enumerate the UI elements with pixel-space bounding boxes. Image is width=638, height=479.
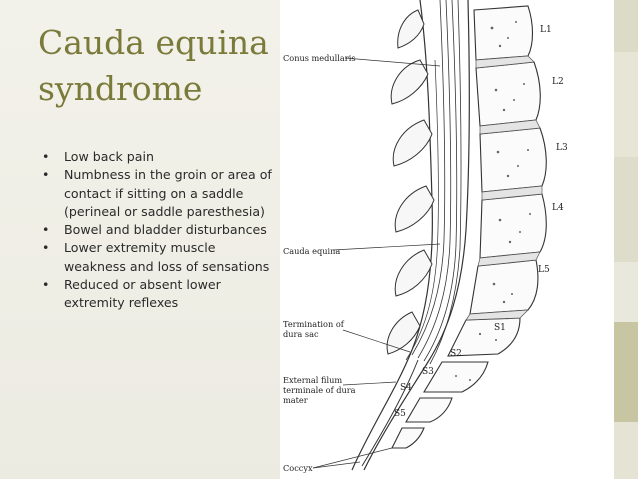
list-item: • Lower extremity muscle weakness and los… [40, 239, 275, 276]
list-item-text: Numbness in the groin or area of contact… [64, 167, 272, 219]
slide-title-line-1: Cauda equina [38, 23, 269, 62]
intervertebral-discs [465, 55, 543, 321]
list-item: • Bowel and bladder disturbances [40, 221, 275, 239]
label-filum-1: External filum [283, 375, 342, 385]
label-l2: L2 [552, 77, 564, 87]
list-item: • Reduced or absent lower extremity refle… [40, 276, 275, 313]
leader-lines [312, 57, 441, 469]
label-filum-3: mater [283, 395, 308, 405]
list-item-text: Low back pain [64, 149, 154, 164]
spinous-processes [386, 9, 435, 355]
label-termination-2: dura sac [283, 329, 319, 339]
list-item: • Low back pain [40, 148, 275, 166]
list-item: • Numbness in the groin or area of contac… [40, 166, 275, 221]
label-filum-2: terminale of dura [283, 385, 356, 395]
vertebra-labels: L1 L2 L3 L4 L5 S1 S2 S3 S4 S5 [394, 25, 568, 419]
label-coccyx: Coccyx [283, 463, 313, 473]
symptom-list: • Low back pain • Numbness in the groin or… [40, 148, 275, 313]
list-item-text: Bowel and bladder disturbances [64, 222, 267, 238]
list-item-text: Lower extremity muscle weakness and loss… [64, 240, 270, 274]
bullet-marker: • [42, 149, 50, 164]
bullet-marker: • [42, 240, 50, 256]
label-conus: Conus medullaris [283, 53, 356, 63]
bone-texture [455, 21, 531, 381]
bullet-marker: • [42, 277, 50, 293]
label-l4: L4 [552, 203, 564, 213]
bullet-marker: • [42, 167, 50, 183]
label-termination-1: Termination of [283, 319, 345, 329]
label-s1: S1 [494, 323, 506, 333]
list-item-text: Reduced or absent lower extremity reflex… [64, 277, 221, 311]
edge-decoration [614, 0, 638, 479]
label-s3: S3 [422, 367, 434, 377]
slide-title-line-2: syndrome [38, 69, 203, 108]
label-l5: L5 [538, 265, 550, 275]
label-cauda: Cauda equina [283, 246, 340, 256]
label-l3: L3 [556, 143, 568, 153]
label-l1: L1 [540, 25, 552, 35]
label-s2: S2 [450, 349, 462, 359]
slide-title: Cauda equina syndrome [38, 20, 278, 112]
label-s4: S4 [400, 383, 412, 393]
diagram-labels: Conus medullaris Cauda equina Terminatio… [283, 53, 356, 473]
spine-diagram: Conus medullaris Cauda equina Terminatio… [283, 0, 568, 473]
bullet-marker: • [42, 222, 50, 238]
label-s5: S5 [394, 409, 406, 419]
